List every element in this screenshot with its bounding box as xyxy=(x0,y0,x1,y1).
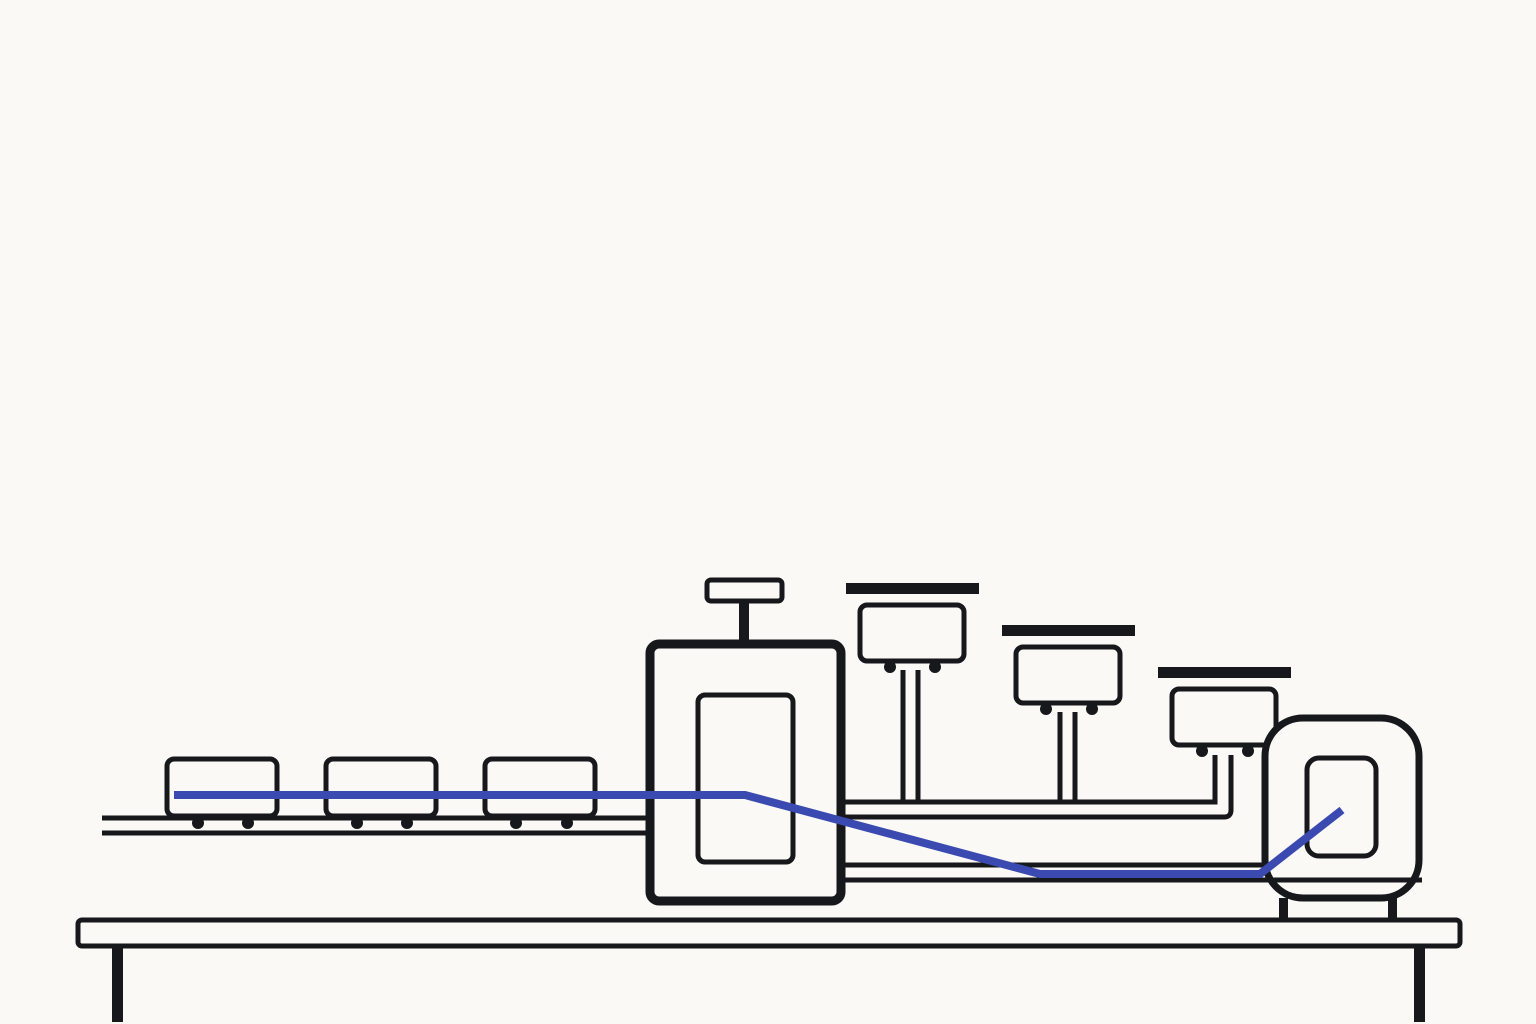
overhead-station-2 xyxy=(1002,625,1135,715)
workbench-leg-left xyxy=(112,946,123,1022)
workbench-leg-right xyxy=(1414,946,1425,1022)
flow-line xyxy=(174,791,1345,878)
overhead-station-1 xyxy=(846,583,979,673)
drum-foot-left xyxy=(1279,898,1288,920)
overhead-station-3 xyxy=(1158,667,1291,757)
machine-handle xyxy=(704,577,785,604)
drum-foot-right xyxy=(1388,898,1397,920)
workbench-top xyxy=(75,917,1463,949)
distribution-pipe xyxy=(843,670,1234,820)
output-drum xyxy=(1261,714,1423,920)
cart-3 xyxy=(482,756,598,829)
machine-stem xyxy=(739,601,749,643)
drum-window xyxy=(1304,755,1379,859)
central-machine xyxy=(645,577,846,906)
cart-1 xyxy=(164,756,280,829)
machine-window xyxy=(695,692,796,865)
cart-2 xyxy=(323,756,439,829)
workbench xyxy=(75,917,1463,1022)
